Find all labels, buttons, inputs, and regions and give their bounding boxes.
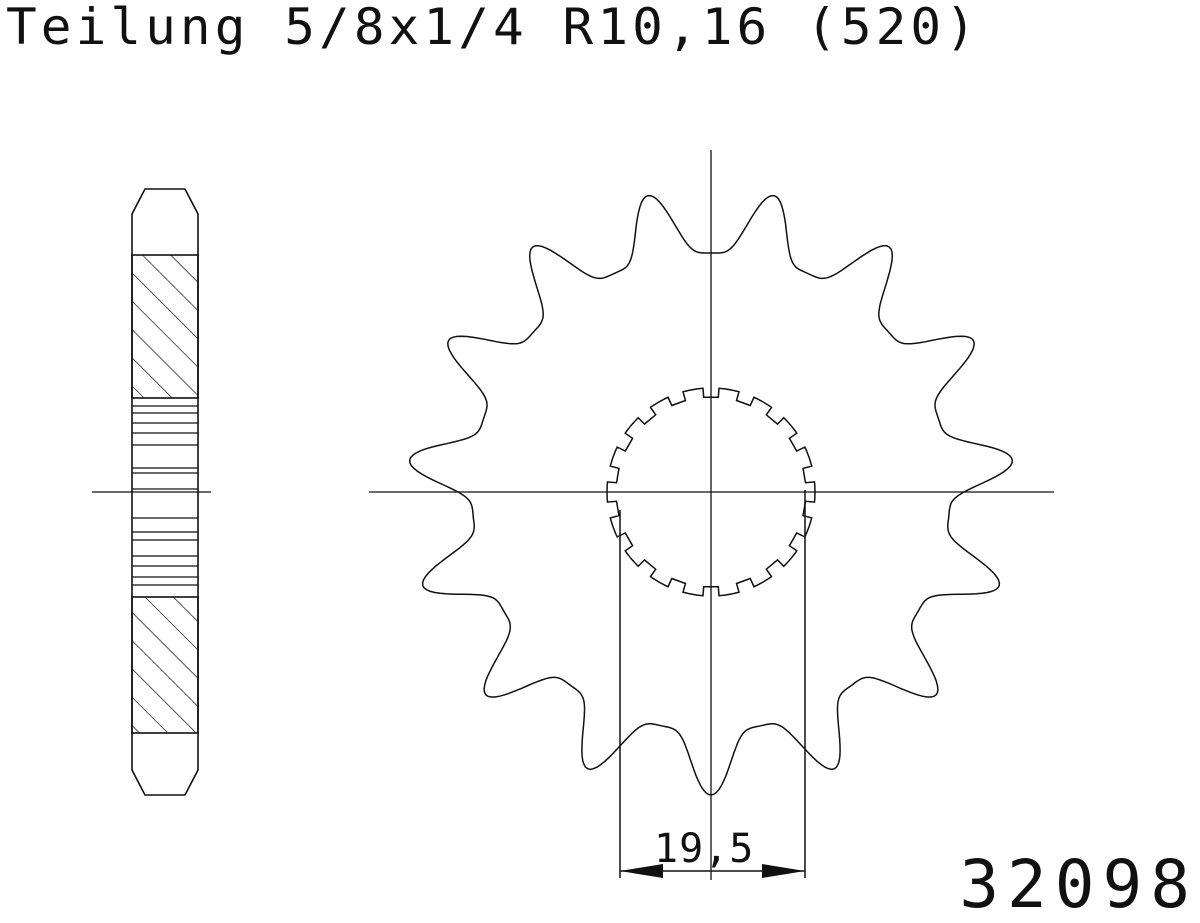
arrow-left-icon [620, 864, 663, 878]
part-number: 32098 [959, 846, 1198, 923]
side-profile-view [92, 189, 211, 795]
spline-hub-outline [607, 388, 815, 595]
spline-lines [132, 406, 198, 585]
hatch-lower [131, 596, 199, 734]
side-profile-outline [132, 189, 198, 795]
drawing-title: Teilung 5/8x1/4 R10,16 (520) [6, 0, 980, 56]
arrow-right-icon [762, 864, 805, 878]
dimension-19-5 [620, 490, 805, 878]
sprocket-front-view [369, 150, 1054, 880]
dimension-label: 19,5 [654, 826, 755, 872]
hatch-upper [131, 254, 199, 399]
